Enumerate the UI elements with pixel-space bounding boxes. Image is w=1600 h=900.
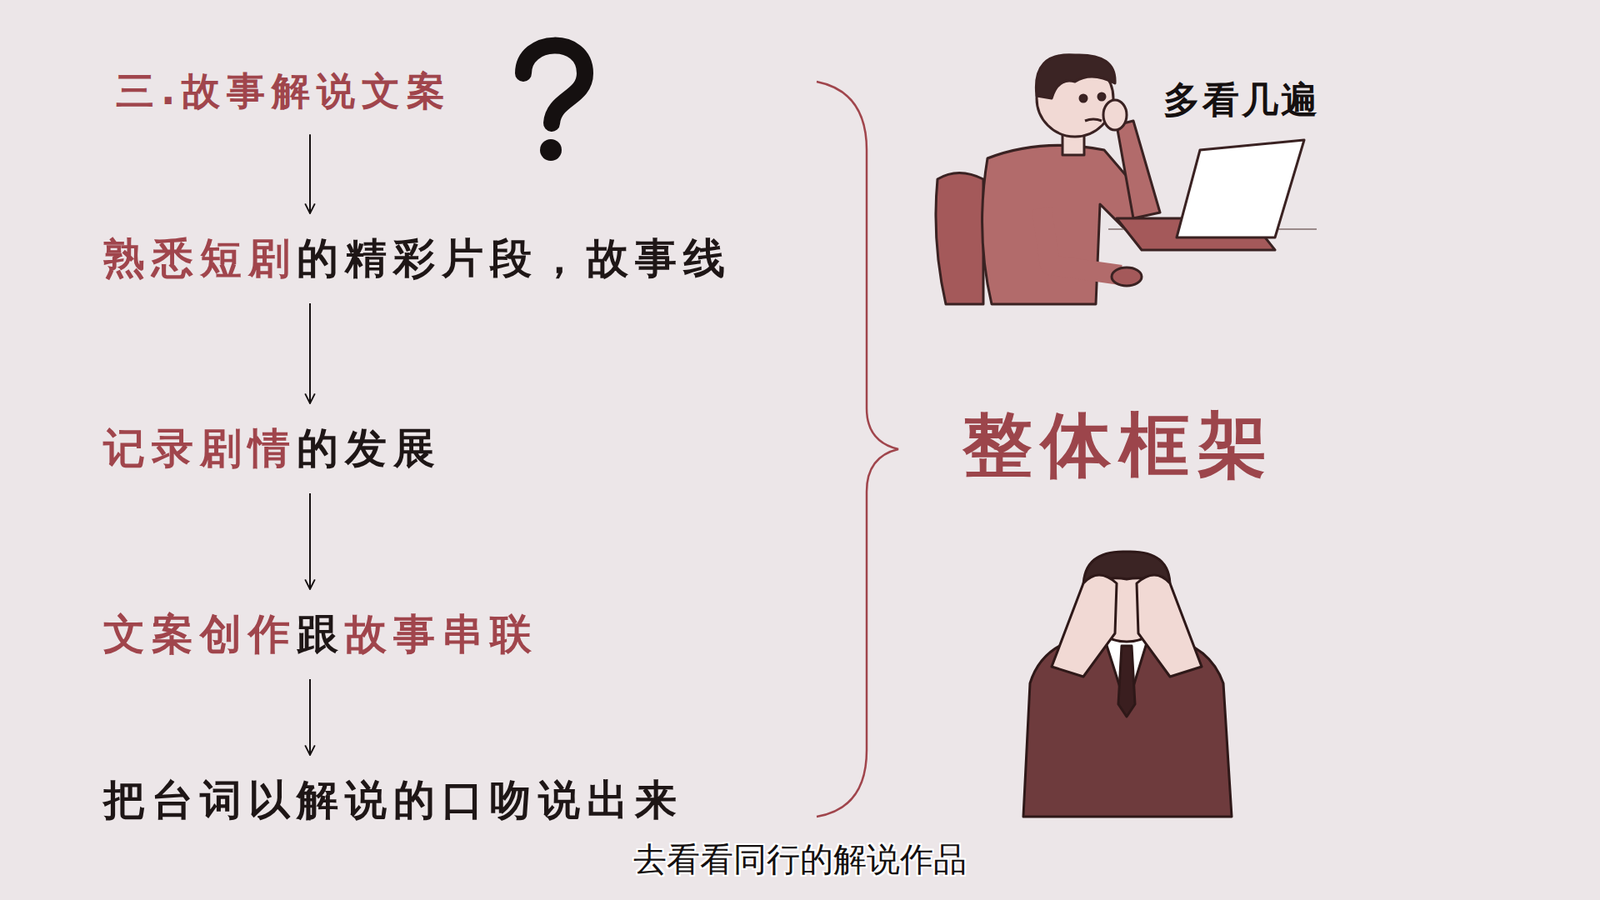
framework-label: 整体框架 bbox=[962, 403, 1276, 488]
callout-label: 多看几遍 bbox=[1163, 78, 1320, 123]
flow-step: 文案创作跟故事串联 bbox=[100, 607, 542, 661]
flow-arrow bbox=[309, 303, 311, 404]
forearm bbox=[1116, 120, 1160, 219]
step-text: 熟悉短剧 bbox=[103, 233, 297, 284]
arm bbox=[1041, 208, 1121, 275]
caption-text: 去看看同行的解说作品 bbox=[633, 840, 967, 879]
curly-brace bbox=[816, 81, 899, 817]
flow-step: 记录剧情的发展 bbox=[100, 421, 445, 475]
flow-arrow bbox=[309, 134, 311, 214]
question-mark bbox=[523, 45, 585, 161]
step-text: 记录剧情 bbox=[103, 423, 297, 474]
step-text: 把台词以解说的口吻说出来 bbox=[103, 775, 684, 825]
step-text: 故事串联 bbox=[345, 609, 539, 660]
flow-step: 熟悉短剧的精彩片段，故事线 bbox=[100, 231, 735, 285]
stressed-man bbox=[1023, 551, 1232, 817]
eye bbox=[1098, 93, 1105, 100]
right-hand bbox=[1136, 575, 1202, 677]
flow-arrow bbox=[309, 493, 311, 590]
step-text: 跟 bbox=[296, 609, 345, 660]
chair bbox=[935, 173, 984, 305]
left-hand bbox=[1051, 575, 1117, 677]
hair bbox=[1035, 55, 1115, 99]
flow-arrow bbox=[309, 679, 311, 755]
mouth bbox=[1085, 119, 1102, 121]
question-dot bbox=[540, 139, 562, 161]
step-text: 文案创作 bbox=[103, 609, 297, 660]
flow-step: 把台词以解说的口吻说出来 bbox=[100, 773, 687, 827]
step-text: 的发展 bbox=[296, 423, 442, 474]
subtitle-caption: 去看看同行的解说作品 bbox=[0, 836, 1600, 883]
flow-step: 三.故事解说文案 bbox=[112, 66, 455, 116]
question-curve bbox=[523, 45, 585, 124]
step-text: 三.故事解说文案 bbox=[115, 68, 452, 115]
laptop-screen bbox=[1176, 140, 1305, 238]
tie bbox=[1118, 645, 1135, 717]
mouse bbox=[1111, 267, 1142, 286]
hand bbox=[1103, 100, 1127, 130]
eye bbox=[1080, 95, 1087, 102]
step-text: 的精彩片段，故事线 bbox=[296, 233, 732, 284]
